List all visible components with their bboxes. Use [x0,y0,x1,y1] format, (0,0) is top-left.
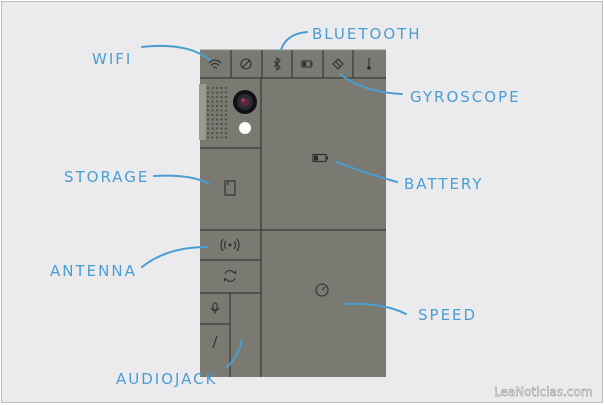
storage-arrow [153,174,210,185]
rotate-icon [223,270,237,282]
audiojack-icon [212,335,218,349]
battery-icon [312,153,328,163]
bluetooth-icon [273,56,281,72]
gyroscope-arrow [339,73,403,95]
speaker-grille-icon [199,84,228,140]
wifi-label: WIFI [92,50,132,68]
flash-icon [239,122,251,134]
arrows [141,31,407,368]
speed-label: SPEED [418,306,477,324]
phone-body [200,49,386,377]
storage-icon [224,180,236,196]
battery-arrow [335,161,398,183]
battery-label: BATTERY [404,175,484,193]
antenna-icon [220,238,240,252]
battery-small-icon [301,60,313,68]
antenna-label: ANTENNA [50,262,137,280]
wifi-icon [208,59,222,69]
speed-icon [315,283,329,297]
gyroscope-icon [332,58,344,70]
gyroscope-label: GYROSCOPE [410,88,521,106]
watermark: LeaNoticias.com [494,385,593,399]
no-signal-icon [240,58,252,70]
thermometer-icon [367,58,371,70]
wifi-arrow [141,44,211,61]
speed-arrow [343,302,407,315]
audiojack-arrow [226,339,243,368]
microphone-icon [210,302,220,314]
antenna-arrow [141,246,208,268]
phone-chassis [200,50,386,377]
bluetooth-label: BLUETOOTH [312,25,422,43]
labels: WIFI BLUETOOTH GYROSCOPE STORAGE BATTERY… [50,25,521,388]
camera-lens-icon [233,90,257,114]
storage-label: STORAGE [64,168,149,186]
bluetooth-arrow [280,31,308,51]
audiojack-label: AUDIOJACK [116,370,218,388]
